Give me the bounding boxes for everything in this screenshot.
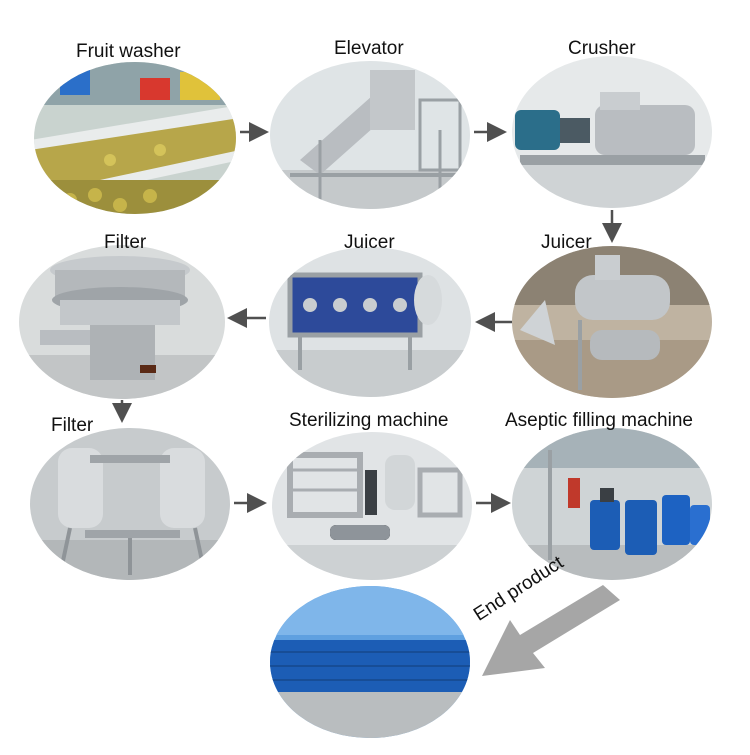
sterilizing-machine-photo	[272, 432, 472, 580]
crusher-photo	[512, 56, 712, 208]
step-label-filter-1: Filter	[104, 232, 147, 253]
fruit-washer-photo	[34, 62, 236, 214]
juicer-photo-1	[512, 246, 712, 398]
step-label-sterilizing-machine: Sterilizing machine	[289, 410, 449, 431]
filter-photo-1	[19, 245, 225, 399]
end-product-arrow	[482, 585, 620, 676]
step-label-fruit-washer: Fruit washer	[76, 41, 181, 62]
elevator-photo	[270, 61, 470, 209]
aseptic-filling-machine-photo	[512, 428, 712, 580]
juicer-photo-2	[269, 247, 471, 397]
step-label-aseptic-filling-machine: Aseptic filling machine	[505, 410, 693, 431]
step-label-elevator: Elevator	[334, 38, 404, 59]
flow-arrows	[112, 122, 622, 513]
filter-photo-2	[30, 428, 230, 580]
end-product-photo	[270, 586, 470, 738]
step-label-filter-2: Filter	[51, 415, 94, 436]
step-label-crusher: Crusher	[568, 38, 636, 59]
step-label-juicer-1: Juicer	[541, 232, 592, 253]
step-label-juicer-2: Juicer	[344, 232, 395, 253]
